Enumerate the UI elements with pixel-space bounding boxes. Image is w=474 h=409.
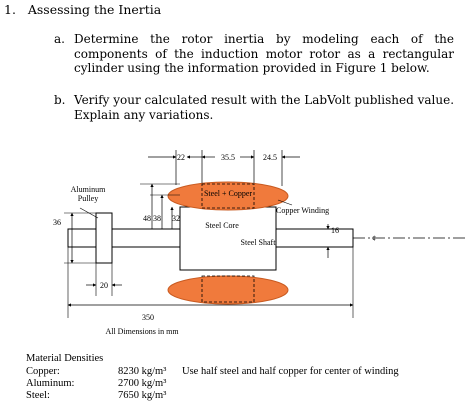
part-a: a. Determine the rotor inertia by modeli…: [54, 32, 454, 78]
part-a-label: a.: [54, 32, 65, 46]
material-name-steel: Steel:: [26, 390, 50, 401]
copper-winding-top: [167, 181, 289, 211]
dim-16: 16: [331, 226, 339, 235]
dim-36: 36: [53, 218, 61, 227]
question-title: 1. Assessing the Inertia: [4, 2, 161, 17]
steel-core-body: [179, 206, 277, 271]
dim-20: 20: [100, 281, 108, 290]
dim-48: 48: [143, 214, 151, 223]
dim-350: 350: [142, 313, 154, 322]
material-value-aluminum: 2700 kg/m³: [118, 378, 167, 389]
label-steel-core: Steel Core: [205, 221, 239, 230]
centerline-symbol: ¢: [372, 234, 376, 243]
label-pulley: Pulley: [78, 194, 98, 203]
materials-header: Material Densities: [26, 353, 104, 364]
dimensions-note: All Dimensions in mm: [105, 327, 179, 336]
label-copper-winding: Copper Winding: [276, 206, 329, 215]
steel-copper-region-top: [201, 183, 255, 209]
dim-22: 22: [177, 153, 185, 162]
label-aluminum: Aluminum: [71, 185, 106, 194]
dim-38: 38: [153, 214, 161, 223]
material-name-aluminum: Aluminum:: [26, 378, 75, 389]
aluminum-pulley-body: [95, 212, 113, 264]
steel-copper-region-bottom: [201, 275, 255, 303]
part-b-text: Verify your calculated result with the L…: [74, 93, 455, 122]
part-a-text: Determine the rotor inertia by modeling …: [74, 32, 454, 75]
material-value-copper: 8230 kg/m³: [118, 366, 167, 377]
part-b-label: b.: [54, 93, 66, 107]
label-steel-shaft: Steel Shaft: [241, 238, 277, 247]
label-steel-copper: Steel + Copper: [204, 189, 252, 198]
part-b: b. Verify your calculated result with th…: [54, 93, 454, 123]
dim-35-5: 35.5: [221, 153, 235, 162]
question-number: 1.: [4, 2, 16, 17]
dim-32: 32: [172, 214, 180, 223]
material-value-steel: 7650 kg/m³: [118, 390, 167, 401]
copper-winding-bottom: [167, 275, 289, 305]
material-note-copper: Use half steel and half copper for cente…: [182, 366, 399, 377]
question-title-text: Assessing the Inertia: [27, 2, 162, 17]
material-name-copper: Copper:: [26, 366, 60, 377]
dim-24-5: 24.5: [263, 153, 277, 162]
